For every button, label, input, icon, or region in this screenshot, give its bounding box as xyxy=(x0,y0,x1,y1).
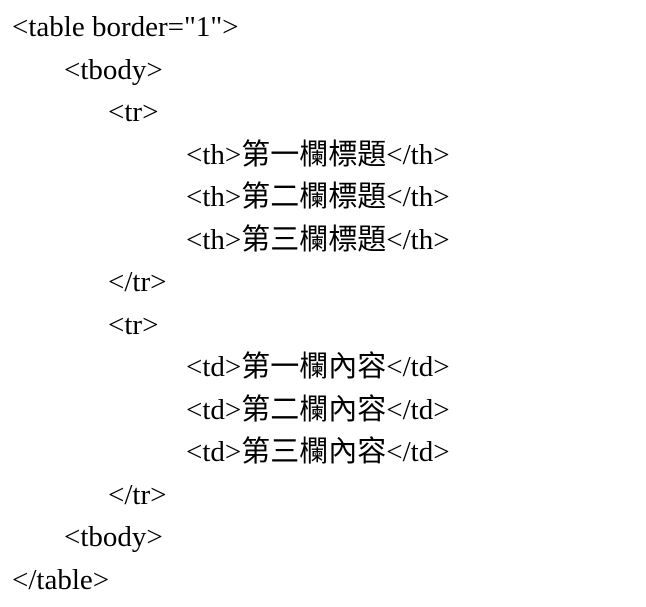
code-line: <tr> xyxy=(108,96,159,128)
code-line: <tbody> xyxy=(64,53,163,86)
code-line: <td>第三欄內容</td> xyxy=(186,436,450,468)
code-line: <td>第二欄內容</td> xyxy=(186,393,450,426)
code-line: <th>第一欄標題</th> xyxy=(186,138,450,171)
code-line: <th>第三欄標題</th> xyxy=(186,223,450,256)
code-line: <td>第一欄內容</td> xyxy=(186,351,450,383)
code-line: <th>第二欄標題</th> xyxy=(186,181,450,213)
code-line: </tr> xyxy=(108,478,167,511)
code-line: </table> xyxy=(12,563,110,596)
code-line: <tr> xyxy=(108,308,159,341)
code-line: <table border="1"> xyxy=(12,11,239,43)
code-line: <tbody> xyxy=(64,521,163,553)
code-line: </tr> xyxy=(108,266,167,298)
